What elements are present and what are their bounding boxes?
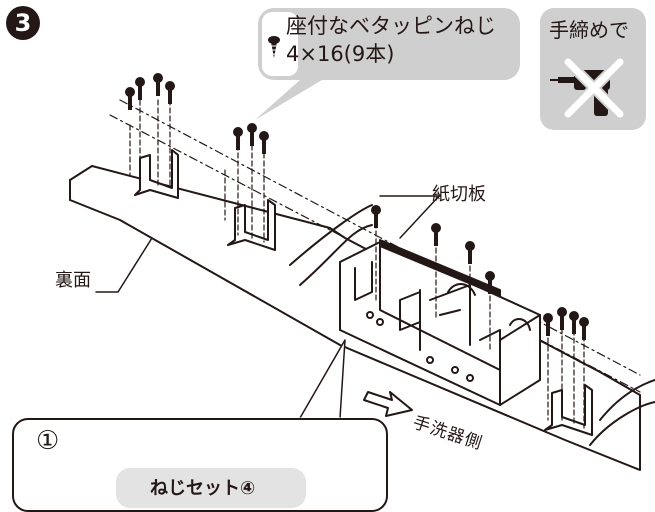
tool-note-label: 手締めで [549,18,629,42]
screw-icon [268,36,280,58]
screw-group-holder [371,205,495,294]
screw-callout-icon-box [262,12,298,76]
paper-cutter-label: 紙切板 [432,184,486,205]
screw-spec: 4×16(9本) [286,42,395,66]
screw-callout [258,8,520,80]
screw-set-label: ねじセット④ [150,478,256,499]
assembly-diagram: 3 座付なベタッピンねじ 4×16(9本) 手締めで 紙切板 裏面 手洗器側 ①… [6,6,655,512]
screw-group-middle [233,123,269,154]
screw-name: 座付なベタッピンねじ [286,14,496,38]
screw-group-left [125,73,175,110]
step-number-badge: 3 [6,6,40,40]
back-side-label: 裏面 [55,270,91,291]
screw-group-right [543,307,589,340]
assembly-illustration [69,73,655,471]
bracket-middle [224,144,276,251]
screw-callout-text: 座付なベタッピンねじ 4×16(9本) [286,12,496,68]
bracket-left [129,99,179,199]
tool-note-box [540,8,646,130]
direction-arrow [363,391,413,417]
paper-holder [339,241,541,406]
sub-step-number: ① [36,426,60,456]
no-power-drill-icon [550,56,626,120]
bracket-right [544,319,593,436]
